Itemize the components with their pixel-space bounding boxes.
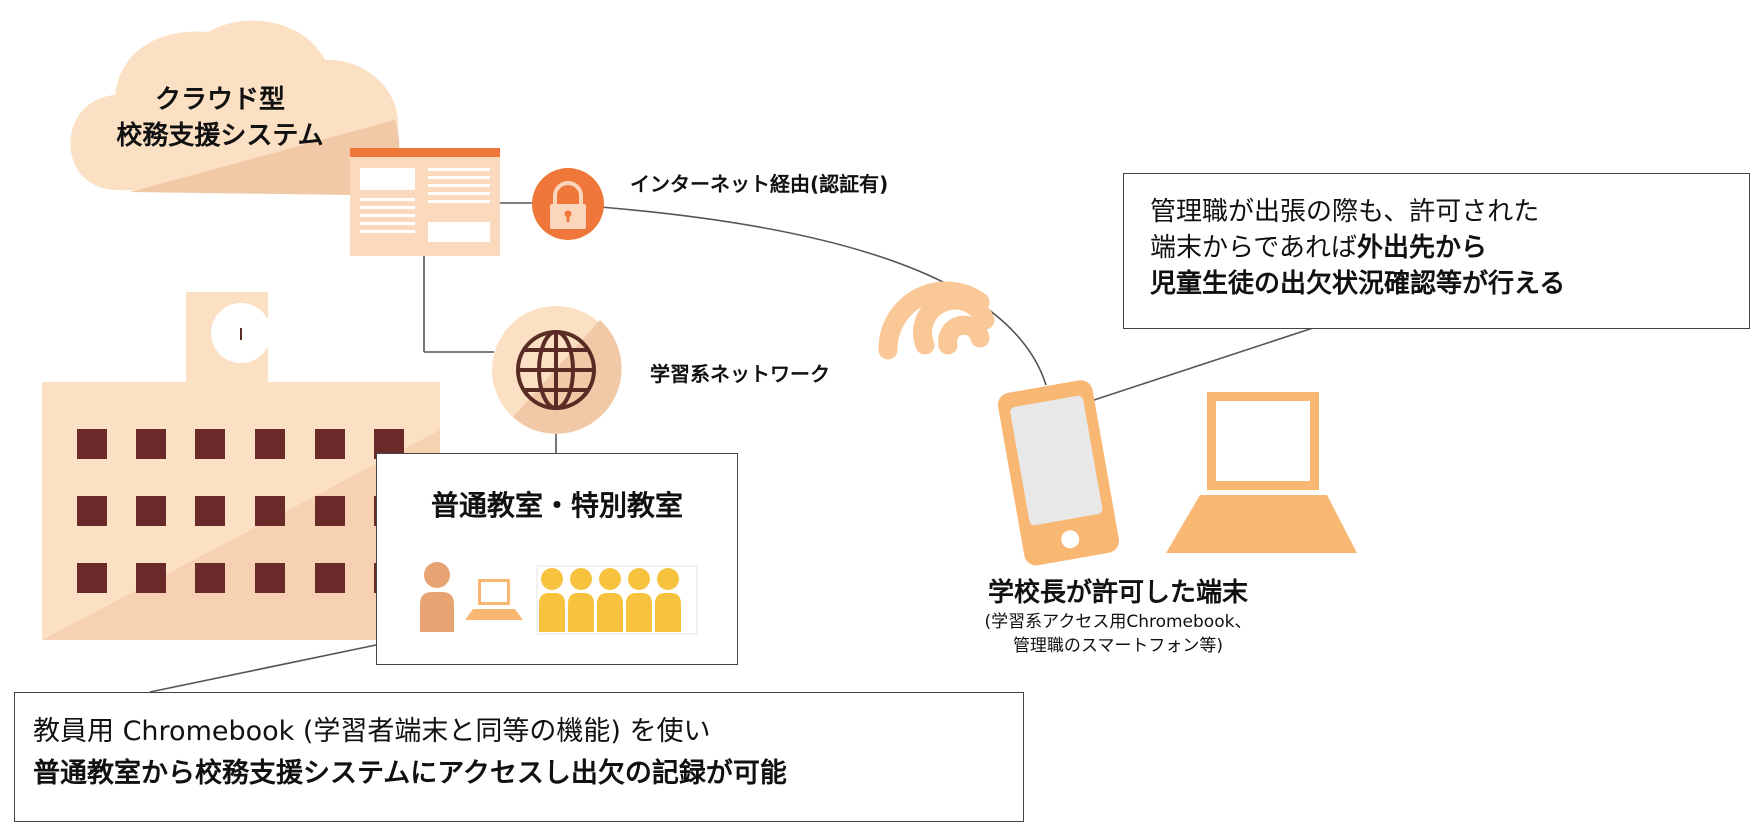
student-icon — [568, 568, 594, 632]
student-icon — [539, 568, 565, 632]
admin-callout-line1: 管理職が出張の際も、許可された — [1150, 197, 1540, 227]
cloud-label-line2: 校務支援システム — [116, 121, 324, 151]
smartphone-icon — [997, 380, 1120, 566]
device-label: 学校長が許可した端末 (学習系アクセス用Chromebook、 管理職のスマート… — [958, 576, 1278, 658]
admin-callout-line2-bold: 外出先から — [1356, 233, 1487, 263]
classroom-box: 普通教室・特別教室 — [376, 453, 738, 665]
wifi-signal-icon — [878, 281, 995, 360]
cloud-label-line1: クラウド型 — [154, 85, 285, 115]
internet-route-label: インターネット経由(認証有) — [630, 172, 889, 196]
cloud-icon — [70, 20, 400, 196]
student-icon — [597, 568, 623, 632]
teacher-icon — [420, 562, 454, 632]
teacher-callout-box: 教員用 Chromebook (学習者端末と同等の機能) を使い 普通教室から校… — [14, 692, 1024, 822]
admin-callout-line2: 端末からであれば外出先から — [1150, 230, 1723, 266]
lock-icon — [532, 168, 604, 240]
device-sub1: (学習系アクセス用Chromebook、 — [984, 612, 1252, 632]
globe-icon — [492, 306, 622, 434]
student-icon — [655, 568, 681, 632]
admin-callout-line2-prefix: 端末からであれば — [1150, 233, 1357, 263]
connection-lines — [149, 202, 1317, 693]
teacher-callout-line2: 普通教室から校務支援システムにアクセスし出欠の記録が可能 — [33, 758, 787, 789]
learning-network-label: 学習系ネットワーク — [650, 362, 830, 386]
admin-callout-box: 管理職が出張の際も、許可された 端末からであれば外出先から 児童生徒の出欠状況確… — [1123, 173, 1750, 329]
student-icon — [626, 568, 652, 632]
admin-callout-line3: 児童生徒の出欠状況確認等が行える — [1150, 269, 1566, 299]
laptop-icon — [1166, 392, 1357, 553]
classroom-people — [420, 562, 698, 635]
classroom-title: 普通教室・特別教室 — [430, 489, 683, 522]
school-building-icon — [42, 292, 440, 640]
students-group — [536, 565, 698, 635]
teacher-callout-line1: 教員用 Chromebook (学習者端末と同等の機能) を使い — [33, 716, 711, 747]
web-app-window-icon — [350, 148, 500, 256]
device-sub2: 管理職のスマートフォン等) — [1012, 636, 1224, 656]
cloud-system-label: クラウド型 校務支援システム — [115, 82, 325, 154]
school-windows — [77, 429, 404, 593]
laptop-small-icon — [465, 579, 523, 620]
device-title: 学校長が許可した端末 — [987, 578, 1248, 608]
